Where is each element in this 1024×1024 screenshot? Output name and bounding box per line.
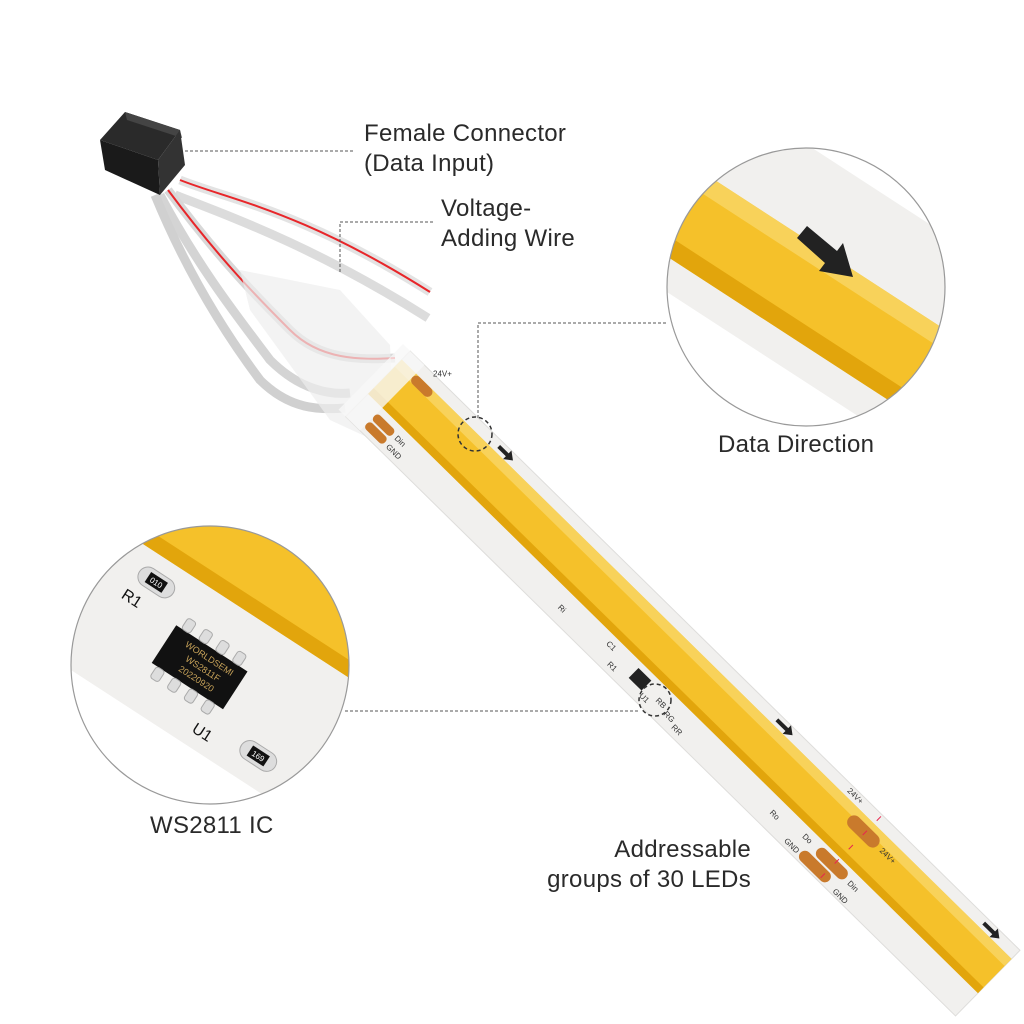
- label-ic: WS2811 IC: [150, 812, 274, 839]
- led-strip: 24V+ Din GND Ri C1 R1 U1 RB RG RR Ro 24V…: [338, 344, 1021, 1017]
- label-data-direction: Data Direction: [718, 431, 874, 458]
- label-voltage-line2: Adding Wire: [441, 225, 575, 252]
- ic-marker: [638, 683, 672, 717]
- component-ri: Ri: [556, 603, 568, 615]
- label-groups-line2: groups of 30 LEDs: [547, 866, 751, 893]
- pad-label-24v: 24V+: [433, 369, 452, 378]
- voltage-wire-leader: [339, 221, 435, 272]
- data-direction-leader: [477, 322, 668, 418]
- data-direction-marker: [457, 416, 493, 452]
- label-voltage-line1: Voltage-: [441, 195, 531, 222]
- label-connector-line1: Female Connector: [364, 120, 566, 147]
- direction-arrows: [497, 444, 1000, 939]
- label-connector-line2: (Data Input): [364, 150, 494, 177]
- label-groups-line1: Addressable: [614, 836, 751, 863]
- arrow-icon: [797, 226, 853, 277]
- ic-zoom: WORLDSEMI WS2811F 20220920 010 R1 U1 169: [70, 525, 350, 805]
- female-connector: [100, 112, 185, 195]
